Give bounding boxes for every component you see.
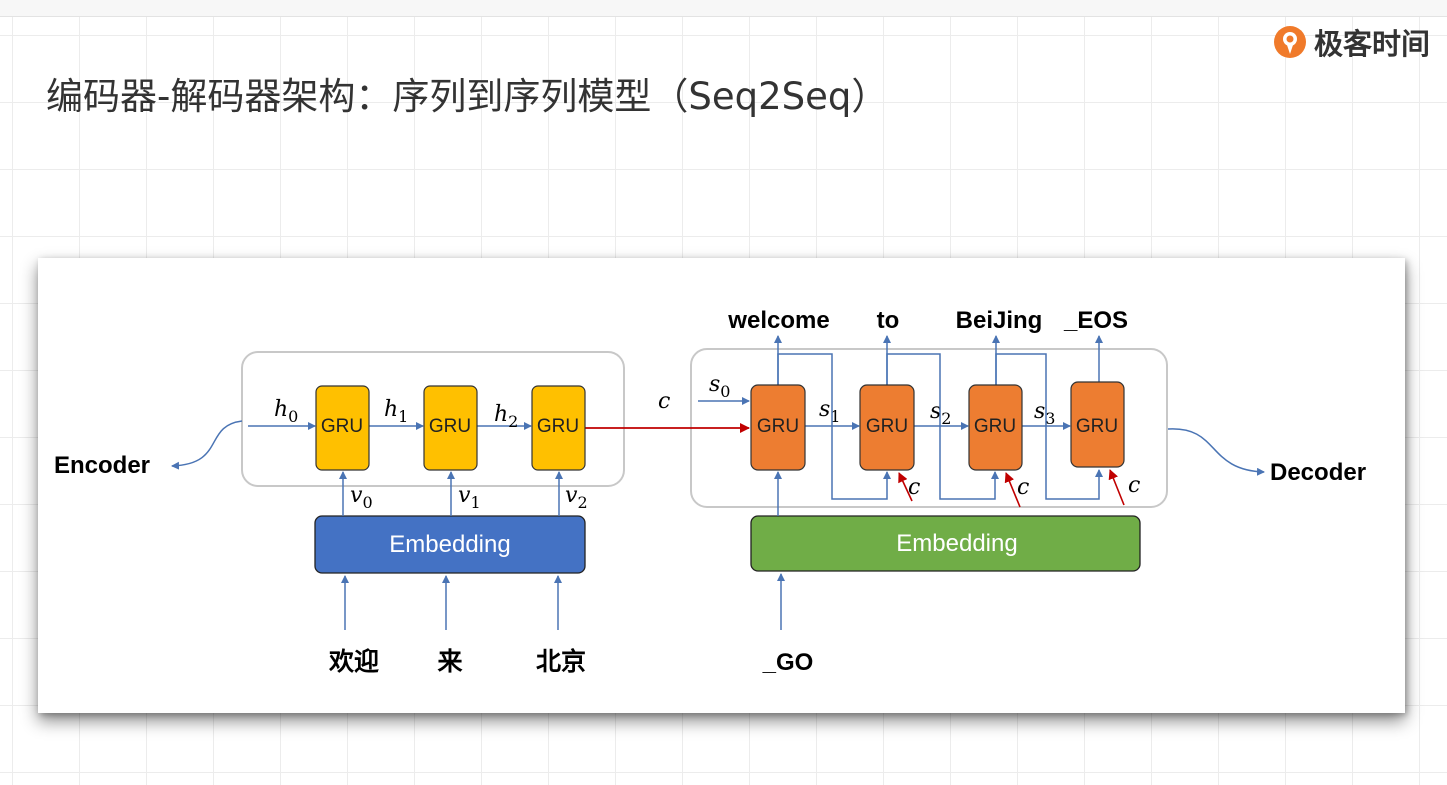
decoder-pointer [1167,428,1265,476]
output-word: to [877,307,900,334]
decoder-gru-label: GRU [1076,416,1118,437]
decoder-embedding-label: Embedding [896,530,1017,557]
hidden-label-h1: h1 [384,397,408,426]
encoder-gru-label: GRU [321,416,363,437]
decoder-context-label: c [908,475,920,500]
page-title: 编码器-解码器架构：序列到序列模型（Seq2Seq） [46,75,889,118]
context-label: c [658,389,670,414]
encoder-box [241,351,625,487]
diagram-card: Encoder Decoder c GRU GRU GRU h0 h1 h2 E… [38,258,1405,713]
output-word: _EOS [1063,307,1128,334]
input-word: 北京 [536,647,586,676]
go-token: _GO [762,649,814,676]
state-label-s1: s1 [819,397,840,426]
encoder-embedding-block [314,515,586,574]
output-word: welcome [727,307,829,334]
encoder-pointer [171,420,243,470]
state-label-s0: s0 [709,372,730,401]
decoder-context-arrow [1108,469,1125,506]
decoder-gru-label: GRU [866,416,908,437]
vector-label-v2: v2 [565,483,588,512]
decoder-gru-cell [750,384,806,471]
decoder-context-arrow [1004,472,1021,508]
decoder-label: Decoder [1270,459,1366,486]
encoder-gru-label: GRU [537,416,579,437]
output-word: BeiJing [956,307,1043,334]
input-word: 来 [437,647,463,676]
decoder-gru-cell [859,384,915,471]
input-word: 欢迎 [328,647,379,676]
seq2seq-diagram: Encoder Decoder c GRU GRU GRU h0 h1 h2 E… [54,307,1366,676]
decoder-gru-label: GRU [974,416,1016,437]
decoder-context-label: c [1017,475,1029,500]
state-label-s2: s2 [930,399,951,428]
hidden-label-h0: h0 [274,397,298,426]
decoder-gru-label: GRU [757,416,799,437]
decoder-context-arrow [898,472,913,502]
state-label-s3: s3 [1034,399,1055,428]
encoder-gru-cell [531,385,586,471]
geektime-logo-icon [1274,26,1306,58]
decoder-gru-cell [968,384,1023,471]
hidden-label-h2: h2 [494,402,518,431]
vector-label-v1: v1 [458,483,481,512]
brand-name: 极客时间 [1314,27,1431,61]
top-bar [0,0,1447,17]
encoder-gru-cell [315,385,370,471]
encoder-gru-cell [423,385,478,471]
decoder-embedding-block [750,515,1141,572]
vector-label-v0: v0 [350,483,373,512]
decoder-context-label: c [1128,473,1140,498]
encoder-embedding-label: Embedding [389,531,510,558]
encoder-gru-label: GRU [429,416,471,437]
encoder-label: Encoder [54,452,150,479]
brand-logo: 极客时间 [1272,22,1430,62]
decoder-gru-cell [1070,381,1125,468]
